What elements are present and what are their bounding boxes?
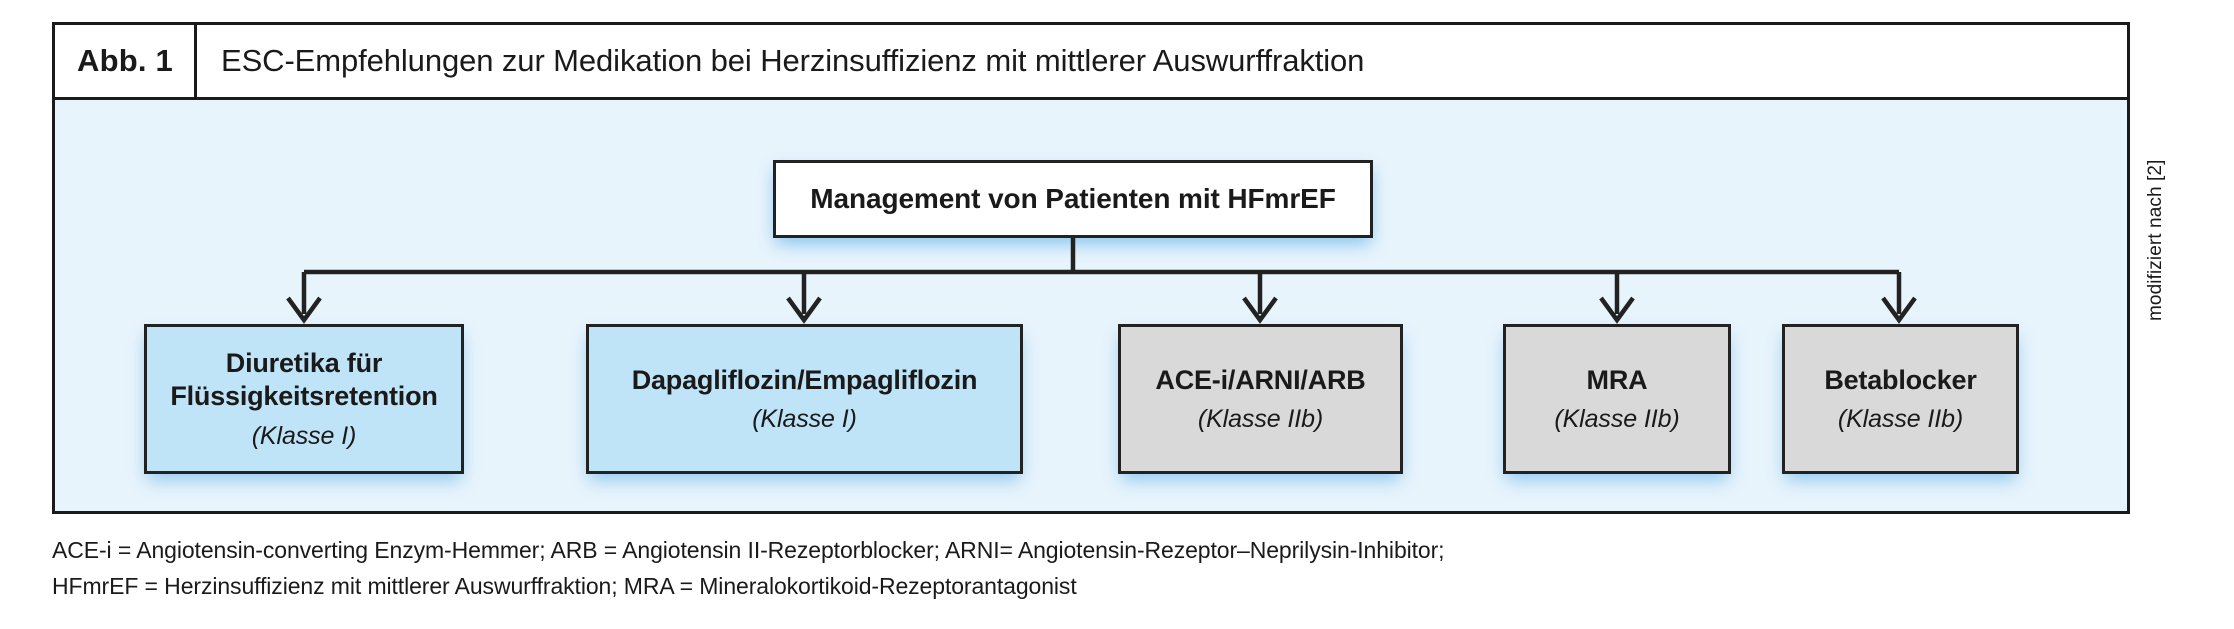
flowchart-node-gliflozin: Dapagliflozin/Empagliflozin (Klasse I) (586, 324, 1023, 474)
node-class-label: (Klasse I) (752, 405, 857, 434)
node-title: MRA (1586, 364, 1648, 395)
arrowhead-5 (1881, 296, 1917, 324)
arrowhead-1 (286, 296, 322, 324)
figure-title: ESC-Empfehlungen zur Medikation bei Herz… (221, 43, 1365, 78)
node-title: Dapagliflozin/Empagliflozin (631, 364, 978, 395)
flowchart-node-diuretika: Diuretika für Flüssigkeitsretention (Kla… (144, 324, 464, 474)
flowchart-node-betablocker: Betablocker (Klasse IIb) (1782, 324, 2019, 474)
flowchart-leaf-row: Diuretika für Flüssigkeitsretention (Kla… (55, 324, 2133, 474)
figure-number-label: Abb. 1 (55, 25, 197, 97)
node-class-label: (Klasse IIb) (1554, 405, 1680, 434)
arrowhead-4 (1599, 296, 1635, 324)
footnote-block: ACE-i = Angiotensin-converting Enzym-Hem… (52, 533, 2152, 604)
source-credit: modifiziert nach [2] (2145, 159, 2166, 321)
node-title: Diuretika für Flüssigkeitsretention (170, 348, 438, 411)
arrowhead-2 (786, 296, 822, 324)
node-title: Betablocker (1824, 364, 1977, 395)
footnote-line-1: ACE-i = Angiotensin-converting Enzym-Hem… (52, 537, 1445, 563)
node-class-label: (Klasse IIb) (1197, 405, 1324, 434)
node-title: ACE-i/ARNI/ARB (1155, 364, 1366, 395)
node-class-label: (Klasse I) (251, 421, 357, 450)
figure-caption-bar: Abb. 1 ESC-Empfehlungen zur Medikation b… (52, 22, 2130, 100)
node-class-label: (Klasse IIb) (1837, 405, 1964, 434)
figure-container: Abb. 1 ESC-Empfehlungen zur Medikation b… (52, 22, 2166, 514)
footnote-line-2: HFmrEF = Herzinsuffizienz mit mittlerer … (52, 572, 1077, 599)
arrowhead-3 (1242, 296, 1278, 324)
flowchart-node-mra: MRA (Klasse IIb) (1503, 324, 1731, 474)
diagram-panel: Management von Patienten mit HFmrEF (52, 97, 2130, 514)
flowchart-node-ace-arni-arb: ACE-i/ARNI/ARB (Klasse IIb) (1118, 324, 1403, 474)
flowchart-root-label: Management von Patienten mit HFmrEF (810, 183, 1336, 214)
flowchart-root-node: Management von Patienten mit HFmrEF (773, 160, 1373, 238)
